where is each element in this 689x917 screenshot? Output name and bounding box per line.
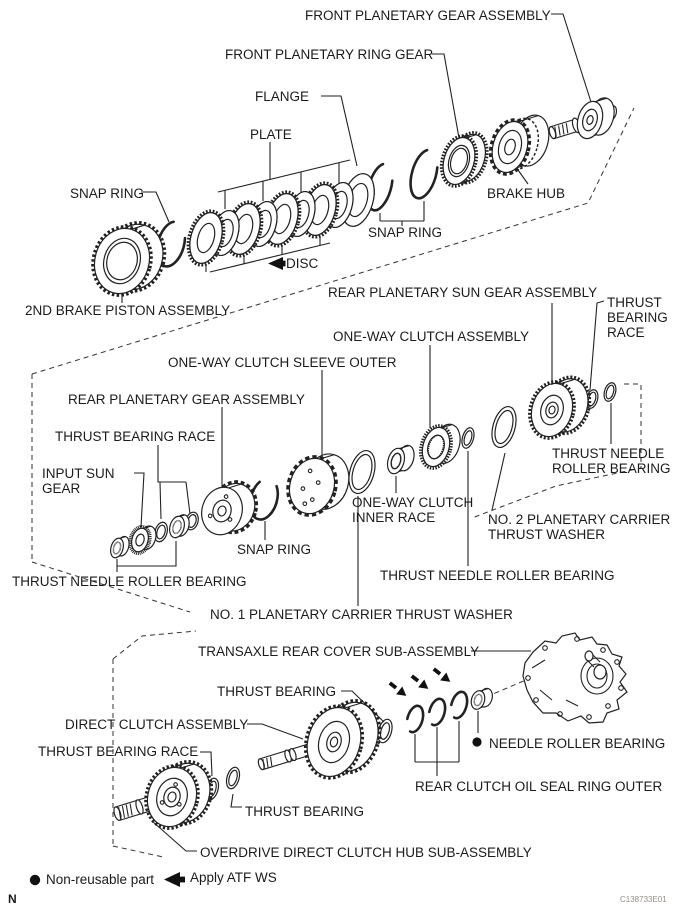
label-plate: PLATE (250, 127, 292, 142)
label-thrust-needle-roller-bearing-center: THRUST NEEDLE ROLLER BEARING (380, 568, 615, 583)
part-one-way-clutch-inner-race (386, 444, 415, 475)
label-thrust-bearing-upper: THRUST BEARING (217, 684, 337, 699)
label-2nd-brake-piston-assembly: 2ND BRAKE PISTON ASSEMBLY (25, 303, 231, 318)
part-disc (186, 209, 226, 267)
label-rear-planetary-sun-gear-assembly: REAR PLANETARY SUN GEAR ASSEMBLY (328, 285, 598, 300)
disc-arrow-icon (268, 257, 286, 270)
part-rear-clutch-oil-seal-ring-outer (405, 704, 425, 734)
apply-atf-arrow-icon (432, 667, 451, 682)
part-thrust-needle-roller-bearing (603, 382, 617, 402)
part-thrust-needle-roller-bearing (169, 514, 190, 539)
part-front-planetary-gear-assembly-drum (576, 97, 615, 140)
section-boundary-lines (31, 107, 642, 858)
label-snap-ring-middle: SNAP RING (237, 542, 312, 557)
part-rear-planetary-sun-gear-assembly (528, 375, 592, 440)
part-rear-clutch-oil-seal-ring-outer (427, 697, 447, 727)
label-thrust-needle-roller-bearing-right: THRUST NEEDLE ROLLER BEARING (552, 446, 671, 476)
label-flange: FLANGE (255, 89, 310, 104)
label-input-sun-gear: INPUT SUN GEAR (42, 466, 115, 496)
label-brake-hub: BRAKE HUB (487, 186, 566, 201)
label-thrust-bearing-race-right: THRUST BEARING RACE (607, 295, 668, 340)
part-input-sun-gear (128, 524, 157, 556)
part-no1-planetary-carrier-thrust-washer (348, 449, 376, 495)
label-front-planetary-gear-assembly: FRONT PLANETARY GEAR ASSEMBLY (305, 8, 551, 23)
label-thrust-bearing-race-bottom: THRUST BEARING RACE (38, 744, 199, 759)
label-no1-planetary-carrier-thrust-washer: NO. 1 PLANETARY CARRIER THRUST WASHER (210, 607, 513, 622)
label-rear-planetary-gear-assembly: REAR PLANETARY GEAR ASSEMBLY (68, 392, 305, 407)
apply-atf-arrow-icon (388, 681, 407, 696)
apply-atf-legend-arrow-icon (164, 872, 185, 887)
figure-code: C138733E01 (620, 895, 667, 904)
annotation-symbols (29, 257, 482, 887)
part-transaxle-rear-cover-sub-assembly (522, 632, 628, 724)
part-brake-hub (488, 114, 550, 176)
label-thrust-bearing-race-middle: THRUST BEARING RACE (55, 429, 216, 444)
label-snap-ring-top-left: SNAP RING (70, 186, 145, 201)
part-one-way-clutch-assembly (419, 423, 461, 470)
part-rear-clutch-oil-seal-ring-outer (449, 690, 469, 720)
label-disc: DISC (286, 256, 319, 271)
part-front-planetary-input-shaft (548, 117, 581, 140)
label-one-way-clutch-assembly: ONE-WAY CLUTCH ASSEMBLY (333, 329, 530, 344)
label-thrust-needle-roller-bearing-left: THRUST NEEDLE ROLLER BEARING (12, 574, 247, 589)
part-no2-planetary-carrier-thrust-washer (491, 405, 517, 449)
part-snap-ring (409, 148, 439, 200)
label-snap-ring-top-right: SNAP RING (368, 225, 443, 240)
non-reusable-icon (472, 737, 482, 747)
part-needle-roller-bearing (470, 687, 493, 710)
label-front-planetary-ring-gear: FRONT PLANETARY RING GEAR (225, 47, 434, 62)
part-front-planetary-ring-gear (439, 131, 489, 188)
leader-lines (116, 13, 612, 852)
label-rear-clutch-oil-seal-ring-outer: REAR CLUTCH OIL SEAL RING OUTER (415, 779, 663, 794)
label-one-way-clutch-inner-race: ONE-WAY CLUTCH INNER RACE (352, 495, 474, 525)
label-thrust-bearing-lower: THRUST BEARING (245, 804, 365, 819)
apply-atf-arrow-icon (410, 674, 429, 689)
part-direct-clutch-assembly (303, 699, 382, 780)
label-overdrive-direct-clutch-hub-sub-assembly: OVERDRIVE DIRECT CLUTCH HUB SUB-ASSEMBLY (200, 845, 532, 860)
legend-apply-atf-label: Apply ATF WS (190, 870, 277, 885)
part-2nd-brake-piston-assembly (91, 221, 167, 297)
part-direct-clutch-shaft (257, 743, 313, 771)
label-needle-roller-bearing: NEEDLE ROLLER BEARING (489, 736, 666, 751)
legend-non-reusable-label: Non-reusable part (46, 872, 155, 887)
label-no2-planetary-carrier-thrust-washer: NO. 2 PLANETARY CARRIER THRUST WASHER (488, 512, 671, 542)
page-letter: N (8, 892, 17, 906)
part-thrust-bearing (377, 718, 393, 744)
part-rear-planetary-gear-assembly (201, 480, 259, 536)
label-transaxle-rear-cover-sub-assembly: TRANSAXLE REAR COVER SUB-ASSEMBLY (198, 644, 480, 659)
label-direct-clutch-assembly: DIRECT CLUTCH ASSEMBLY (65, 717, 249, 732)
non-reusable-legend-icon (29, 874, 41, 886)
part-one-way-clutch-sleeve-outer (286, 453, 350, 517)
label-one-way-clutch-sleeve-outer: ONE-WAY CLUTCH SLEEVE OUTER (168, 355, 397, 370)
part-overdrive-direct-clutch-hub (144, 760, 214, 830)
parts-layer (91, 97, 628, 830)
part-thrust-bearing-race (154, 521, 168, 543)
part-thrust-needle-roller-bearing (461, 427, 475, 449)
part-thrust-bearing (225, 766, 241, 790)
part-thrust-needle-roller-bearing (110, 535, 130, 559)
